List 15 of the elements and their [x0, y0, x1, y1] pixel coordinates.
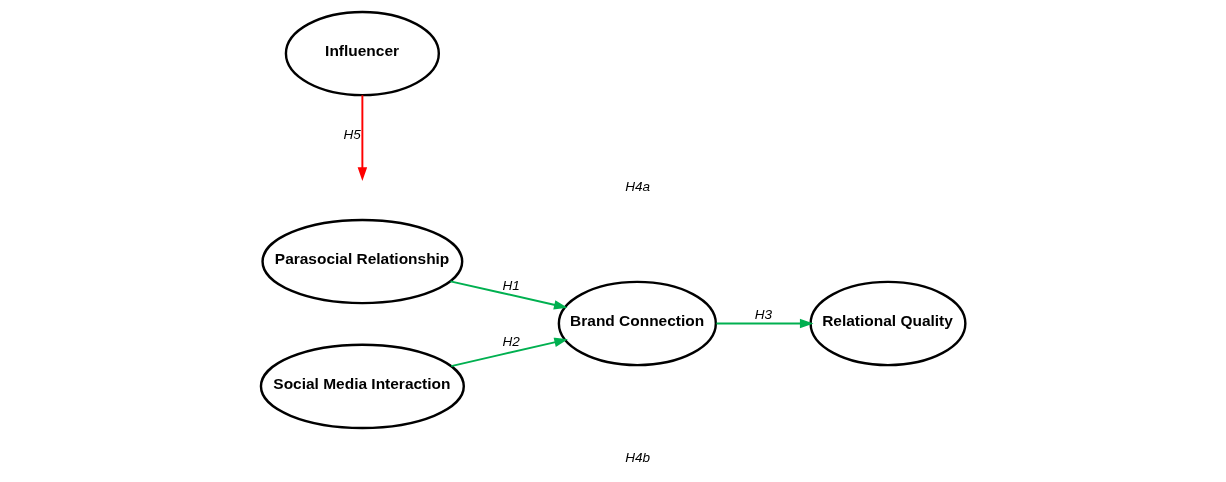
edge-label: H1 — [502, 277, 520, 293]
edge-label: H5 — [343, 127, 361, 143]
arrow — [357, 94, 368, 181]
node-ellipse: Parasocial Relationship — [261, 218, 464, 305]
node-ellipse: Relational Quality — [809, 280, 967, 367]
edge-label: H2 — [502, 333, 520, 349]
label: H4b — [625, 449, 651, 465]
arrow — [715, 318, 814, 329]
node-ellipse: Brand Connection — [557, 280, 718, 367]
edge-label: H3 — [754, 306, 773, 322]
label: H4a — [625, 178, 651, 194]
arrow — [450, 337, 568, 368]
node-ellipse: Social Media Interaction — [259, 343, 465, 430]
arrow — [449, 280, 568, 310]
node-ellipse: Influencer — [284, 10, 440, 97]
